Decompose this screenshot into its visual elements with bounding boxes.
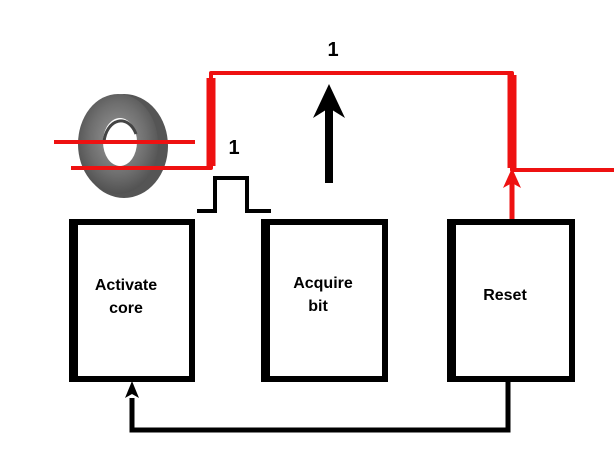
reset-label: Reset [483,287,527,304]
feedback-arrow-icon [125,381,139,398]
activate-core-label-line2: core [109,300,143,317]
magnetization-up-arrow-icon [313,84,345,183]
top-bit-value: 1 [327,39,338,61]
reset-output-arrow-icon [503,168,521,188]
ferrite-core-icon [78,94,168,198]
pulse-value: 1 [228,137,239,159]
reset-block: Reset [447,219,575,382]
activate-core-block: Activate core [69,219,195,382]
square-pulse-icon [197,176,271,213]
drive-wire [71,71,614,172]
feedback-loop-line [129,382,511,433]
acquire-bit-block: Acquire bit [261,219,388,382]
activate-core-label-line1: Activate [95,277,157,294]
acquire-bit-label-line1: Acquire [293,275,353,292]
acquire-bit-label-line2: bit [308,298,328,315]
signal-wire [54,71,614,222]
